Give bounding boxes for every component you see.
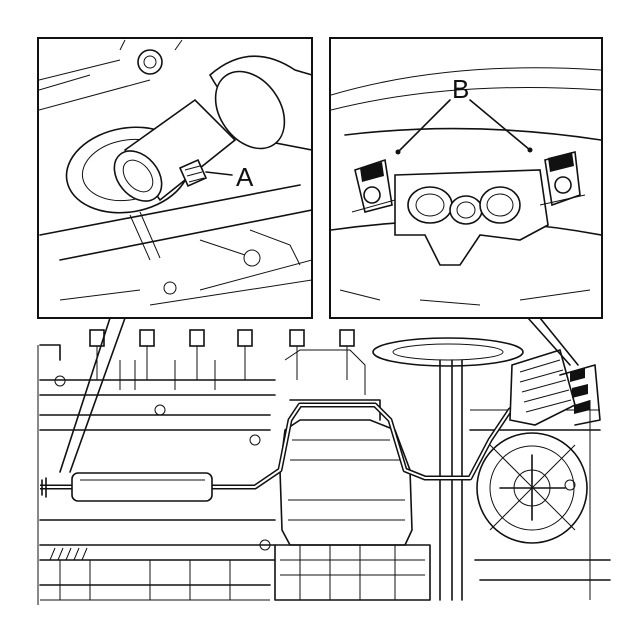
callout-a: A [236,162,254,192]
center-tank [274,349,431,601]
detail-panel-b: B [329,37,603,319]
leader-line-b2 [539,317,579,366]
callout-b: B [452,74,469,104]
pipe-openings [407,186,521,225]
leader-line-a2 [69,317,126,473]
leader-line-b [527,317,571,366]
underbody-view [37,317,611,605]
leader-line-a [59,317,111,473]
muffler [71,472,213,502]
floor-brackets [89,329,355,380]
hanger-left [351,158,396,213]
exhaust-system [40,348,601,502]
hanger-right [539,150,586,207]
catalytic-converter [509,348,576,426]
callout-a-leader [205,171,233,176]
detail-panel-a: A [37,37,313,319]
